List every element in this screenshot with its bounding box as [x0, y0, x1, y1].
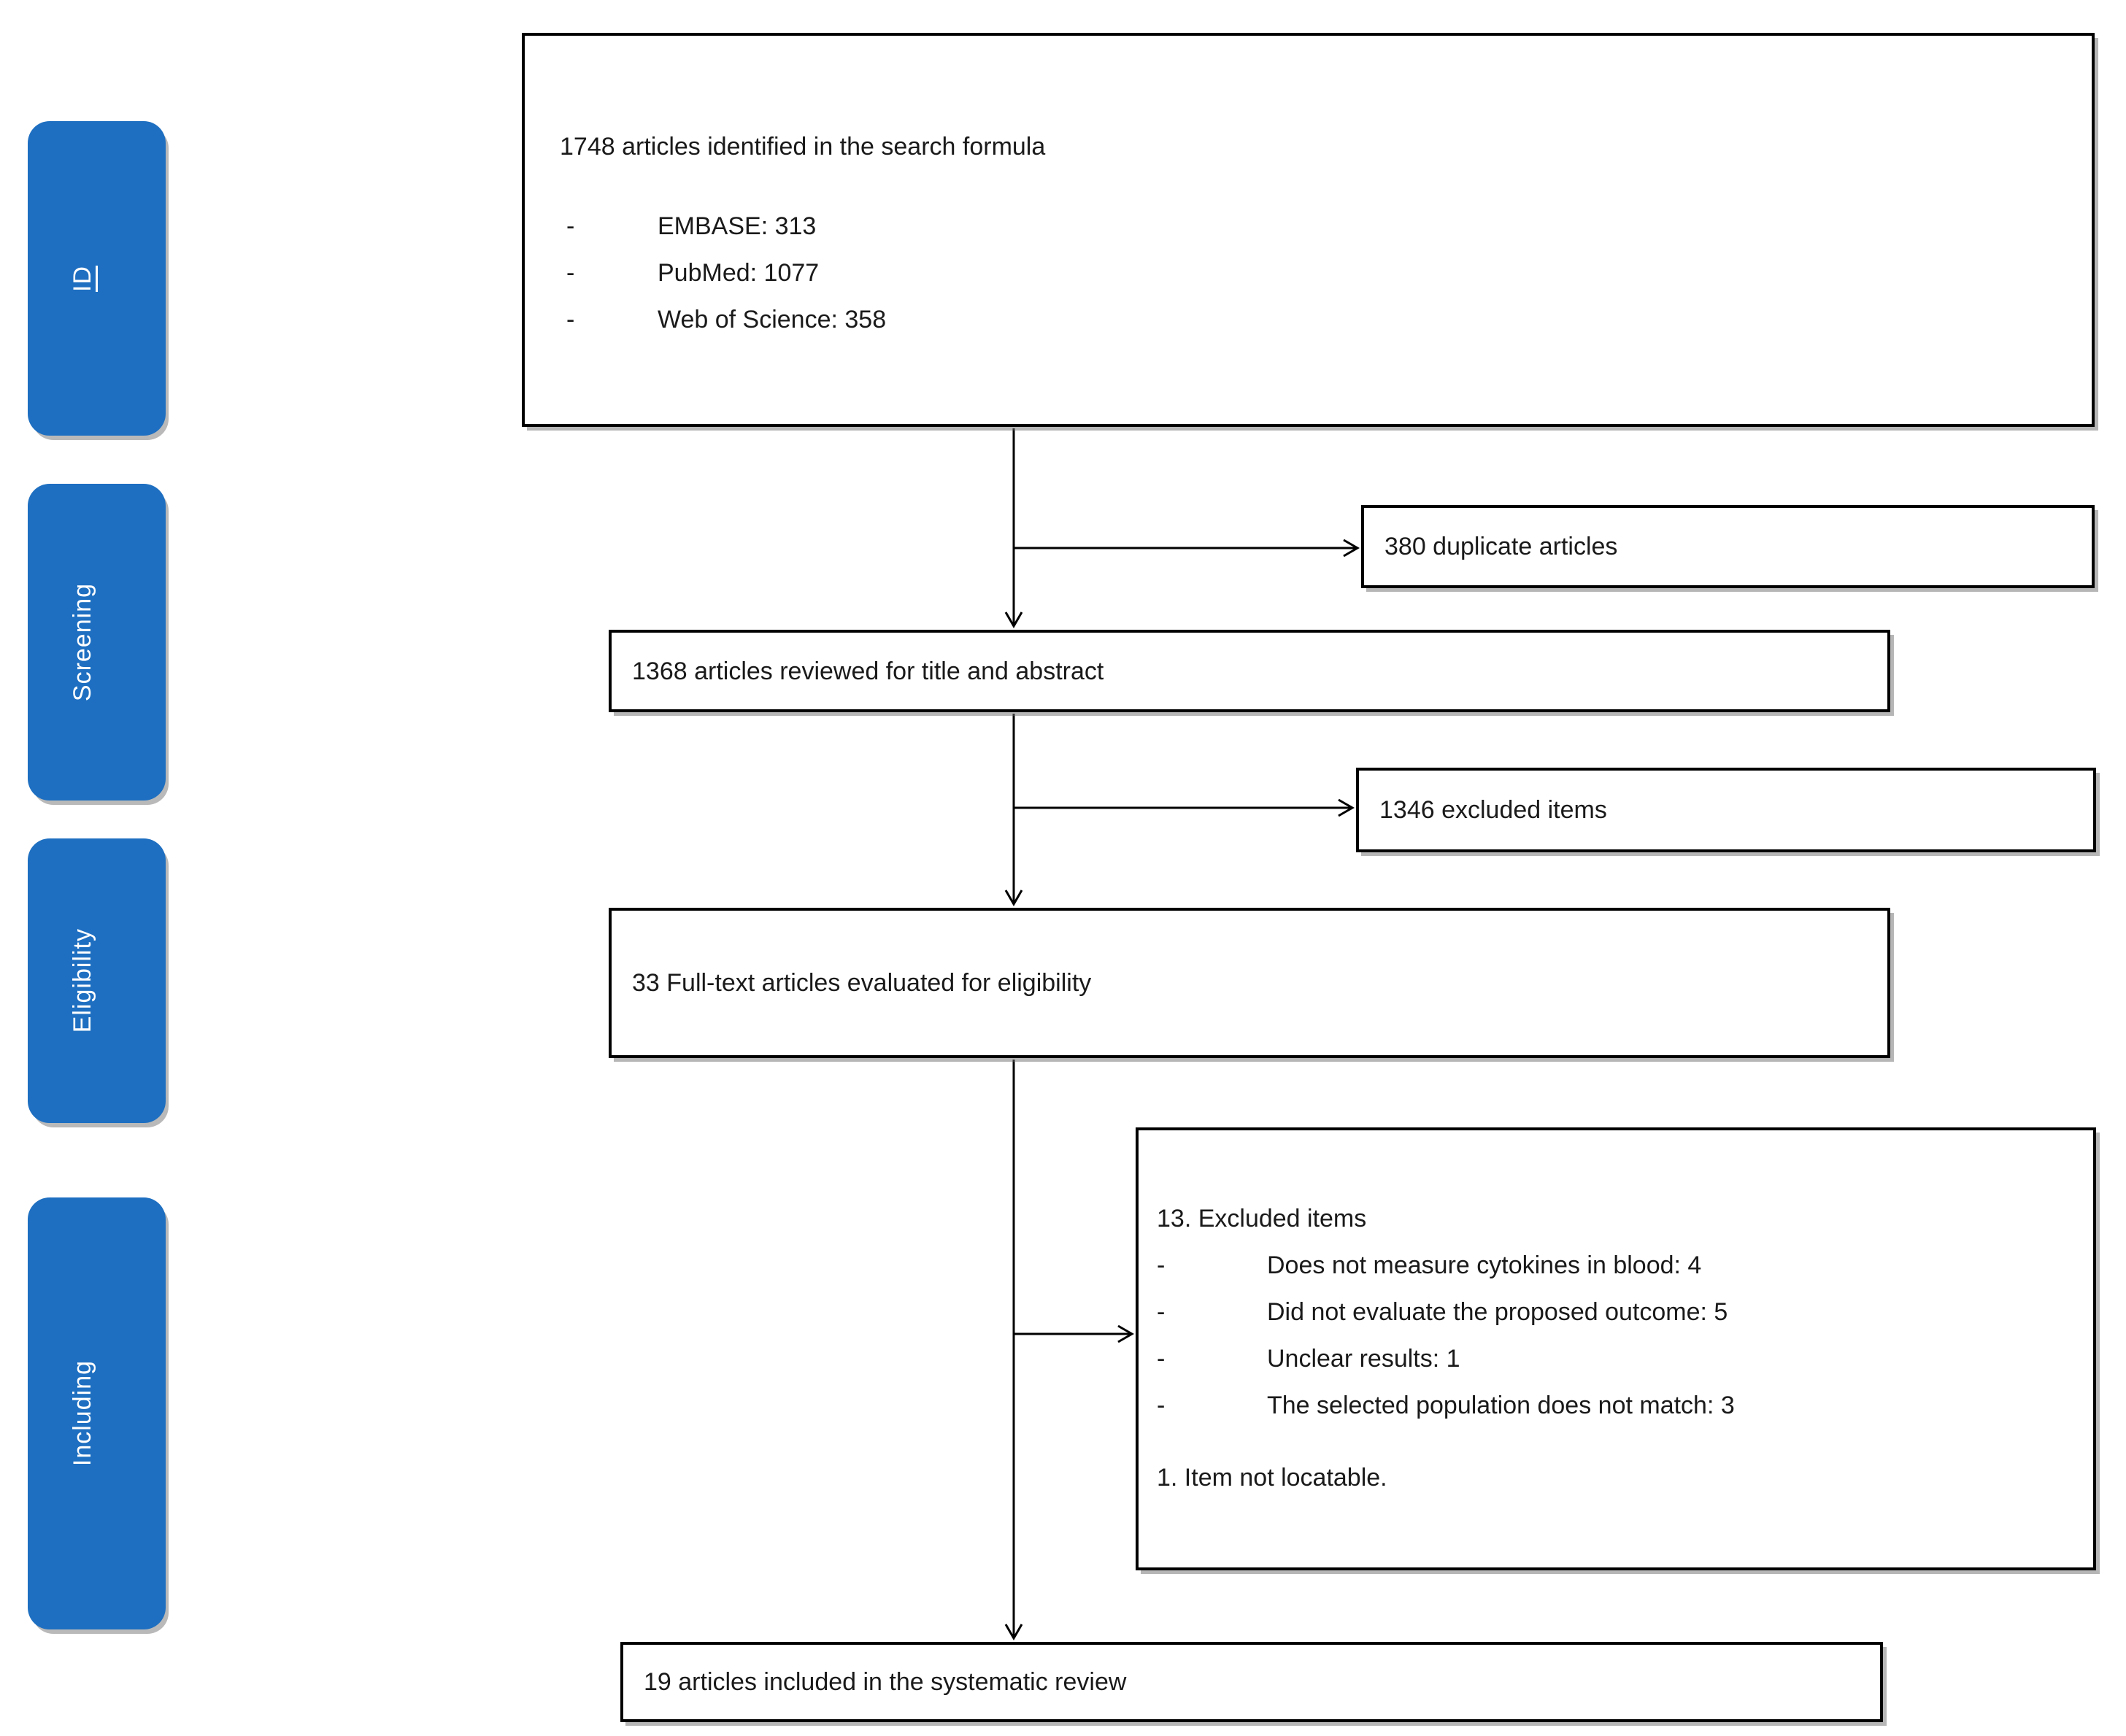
- box-title-abstract-review: 1368 articles reviewed for title and abs…: [609, 630, 1890, 712]
- excluded-reason-outcome: - Did not evaluate the proposed outcome:…: [1139, 1289, 2093, 1335]
- fulltext-text: 33 Full-text articles evaluated for elig…: [632, 969, 1092, 997]
- box-excluded-screening: 1346 excluded items: [1356, 768, 2096, 852]
- bullet-dash: -: [1157, 1251, 1166, 1279]
- box-fulltext-evaluated: 33 Full-text articles evaluated for elig…: [609, 908, 1890, 1058]
- box-articles-identified: 1748 articles identified in the search f…: [522, 33, 2095, 427]
- excluded-reason-unclear: - Unclear results: 1: [1139, 1335, 2093, 1382]
- identified-title: 1748 articles identified in the search f…: [560, 133, 1046, 161]
- excluded-reason-population-text: The selected population does not match: …: [1267, 1392, 1735, 1419]
- excluded-screening-text: 1346 excluded items: [1379, 796, 1607, 824]
- bullet-dash: -: [1157, 1345, 1166, 1373]
- title-abstract-text: 1368 articles reviewed for title and abs…: [632, 657, 1104, 685]
- stage-pill-eligibility: Eligibility: [28, 838, 166, 1123]
- stage-pill-screening: Screening: [28, 484, 166, 801]
- included-text: 19 articles included in the systematic r…: [644, 1668, 1127, 1696]
- stage-label-id: ID: [69, 265, 96, 292]
- identified-source-pubmed: - PubMed: 1077: [525, 250, 2092, 296]
- bullet-dash: -: [566, 212, 575, 240]
- box-excluded-eligibility: 13. Excluded items - Does not measure cy…: [1136, 1127, 2096, 1570]
- stage-pill-including: Including: [28, 1197, 166, 1629]
- stage-label-including: Including: [69, 1360, 96, 1467]
- excluded-reason-population: - The selected population does not match…: [1139, 1382, 2093, 1429]
- bullet-dash: -: [1157, 1392, 1166, 1419]
- excluded-eligibility-title: 13. Excluded items: [1157, 1205, 1367, 1232]
- bullet-dash: -: [1157, 1298, 1166, 1326]
- identified-source-embase: - EMBASE: 313: [525, 203, 2092, 250]
- identified-source-embase-text: EMBASE: 313: [658, 212, 817, 240]
- box-duplicate-articles: 380 duplicate articles: [1361, 505, 2095, 588]
- identified-source-wos-text: Web of Science: 358: [658, 306, 887, 333]
- excluded-reason-unclear-text: Unclear results: 1: [1267, 1345, 1460, 1373]
- duplicates-text: 380 duplicate articles: [1384, 533, 1618, 560]
- bullet-dash: -: [566, 306, 575, 333]
- spacer: [525, 170, 2092, 203]
- excluded-reason-outcome-text: Did not evaluate the proposed outcome: 5: [1267, 1298, 1728, 1326]
- stage-label-screening: Screening: [69, 582, 96, 702]
- box-included-review: 19 articles included in the systematic r…: [620, 1642, 1883, 1722]
- excluded-eligibility-footer: 1. Item not locatable.: [1157, 1464, 1387, 1492]
- excluded-reason-blood-text: Does not measure cytokines in blood: 4: [1267, 1251, 1702, 1279]
- stage-label-eligibility: Eligibility: [69, 928, 96, 1033]
- bullet-dash: -: [566, 259, 575, 287]
- identified-source-wos: - Web of Science: 358: [525, 296, 2092, 343]
- stage-pill-id: ID: [28, 121, 166, 436]
- identified-source-pubmed-text: PubMed: 1077: [658, 259, 820, 287]
- excluded-reason-blood: - Does not measure cytokines in blood: 4: [1139, 1242, 2093, 1289]
